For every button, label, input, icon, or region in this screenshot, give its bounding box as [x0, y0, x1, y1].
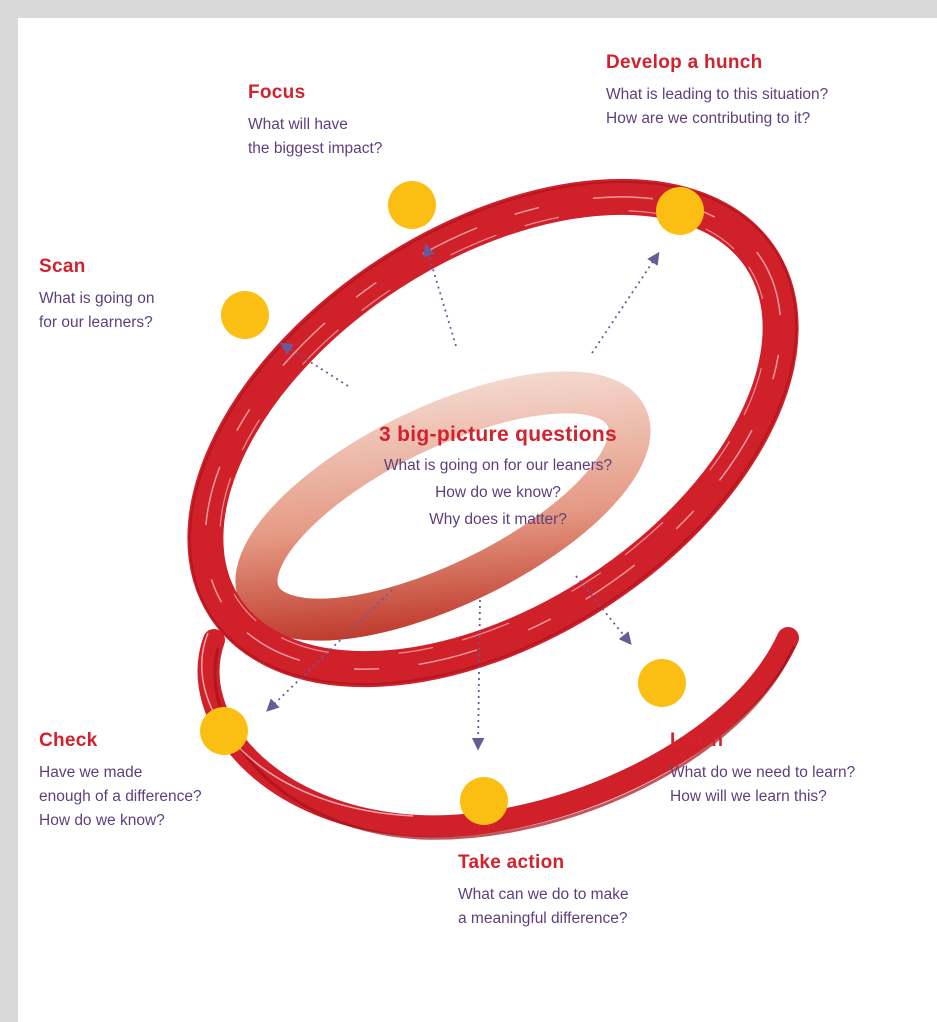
node-develop [656, 187, 704, 235]
stage-learn: Learn What do we need to learn? How will… [670, 730, 855, 809]
node-scan [221, 291, 269, 339]
center-question-3: Why does it matter? [429, 511, 567, 528]
stage-develop-a-hunch: Develop a hunch What is leading to this … [606, 52, 828, 131]
stage-question: What can we do to make [458, 886, 629, 903]
stage-focus: Focus What will have the biggest impact? [248, 82, 382, 161]
stage-title: Check [39, 730, 98, 751]
stage-question: What do we need to learn? [670, 764, 856, 781]
arrow-to-develop [591, 251, 660, 354]
node-focus [388, 181, 436, 229]
stage-title: Develop a hunch [606, 52, 763, 73]
inner-gradient-ring [235, 371, 651, 641]
stage-question: What is leading to this situation? [606, 86, 829, 103]
center-question-1: What is going on for our leaners? [383, 457, 613, 474]
center-question-2: How do we know? [435, 484, 561, 501]
node-learn [638, 659, 686, 707]
stage-question: enough of a difference? [39, 788, 202, 805]
stage-question: How are we contributing to it? [606, 110, 811, 127]
diagram-panel: 3 big-picture questions What is going on… [18, 18, 937, 1022]
outer-ring [187, 178, 799, 688]
stage-question: How do we know? [39, 812, 165, 829]
stage-question: the biggest impact? [248, 140, 383, 157]
stage-nodes [200, 181, 704, 825]
center-questions: 3 big-picture questions What is going on… [348, 424, 648, 533]
stage-title: Scan [39, 256, 86, 277]
arrows [266, 243, 660, 751]
spiral-of-inquiry-diagram [187, 178, 799, 840]
stage-scan: Scan What is going on for our learners? [39, 256, 154, 335]
stage-title: Take action [458, 852, 565, 873]
node-take-action [460, 777, 508, 825]
center-title: 3 big-picture questions [379, 423, 617, 446]
stage-question: for our learners? [39, 314, 153, 331]
stage-question: What will have [248, 116, 348, 133]
stage-take-action: Take action What can we do to make a mea… [458, 852, 629, 931]
arrow-to-scan [279, 342, 349, 387]
arrow-to-take-action [471, 599, 485, 751]
stage-title: Focus [248, 82, 306, 103]
stage-title: Learn [670, 730, 724, 751]
stage-question: How will we learn this? [670, 788, 827, 805]
stage-question: a meaningful difference? [458, 910, 628, 927]
stage-question: Have we made [39, 764, 143, 781]
arrow-to-learn [575, 575, 632, 645]
stage-check: Check Have we made enough of a differenc… [39, 730, 202, 833]
node-check [200, 707, 248, 755]
stage-question: What is going on [39, 290, 155, 307]
